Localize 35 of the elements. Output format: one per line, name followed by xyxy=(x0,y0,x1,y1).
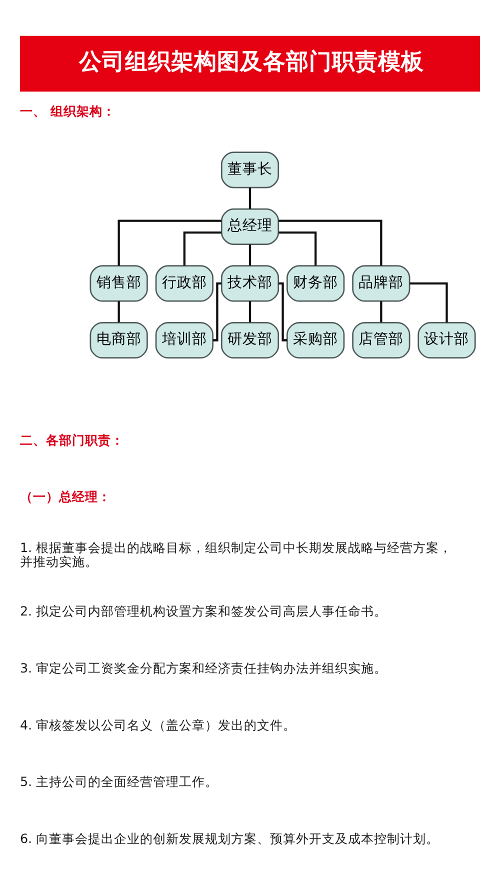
diagram-title: 公司组织架构图及各部门职责模板 xyxy=(79,49,424,76)
label: 3. 审定公司工资奖金分配方案和经济责任挂钩办法并组织实施。 xyxy=(20,660,388,676)
node-box: 行政部 xyxy=(155,265,214,302)
connector xyxy=(118,301,120,322)
node-box: 销售部 xyxy=(90,265,148,302)
label: 一、 组织架构： xyxy=(20,104,116,119)
connector xyxy=(118,220,222,266)
connector xyxy=(278,232,317,266)
label: 4. 审核签发以公司名义（盖公章）发出的文件。 xyxy=(20,717,296,732)
label: 二、各部门职责： xyxy=(20,432,124,448)
node-box: 培训部 xyxy=(155,322,214,359)
node-box: 总经理 xyxy=(220,208,280,245)
node-box: 设计部 xyxy=(418,322,476,359)
connector xyxy=(410,282,448,323)
label: 2. 拟定公司内部管理机构设置方案和签发公司高层人事任命书。 xyxy=(20,604,388,619)
connector xyxy=(278,220,382,266)
connector xyxy=(212,282,222,342)
node-box: 品牌部 xyxy=(352,265,410,302)
connector xyxy=(248,301,252,322)
node-box: 财务部 xyxy=(286,265,345,302)
connector xyxy=(380,301,382,322)
label: （一）总经理： xyxy=(20,489,111,504)
node-box: 店管部 xyxy=(352,322,410,359)
node-box: 研发部 xyxy=(220,322,280,359)
node-box: 董事长 xyxy=(220,152,280,188)
node-box: 技术部 xyxy=(220,265,280,302)
node-box: 采购部 xyxy=(286,322,345,359)
connector xyxy=(183,232,222,266)
connector xyxy=(248,244,252,266)
label: 5. 主持公司的全面经营管理工作。 xyxy=(20,774,218,790)
label: 6. 向董事会提出企业的创新发展规划方案、预算外开支及成本控制计划。 xyxy=(20,830,440,846)
connector xyxy=(278,282,288,342)
connector xyxy=(248,188,252,209)
label: 1. 根据董事会提出的战略目标，组织制定公司中长期发展战略与经营方案，并推动实施。 xyxy=(20,540,452,569)
node-box: 电商部 xyxy=(90,322,148,359)
